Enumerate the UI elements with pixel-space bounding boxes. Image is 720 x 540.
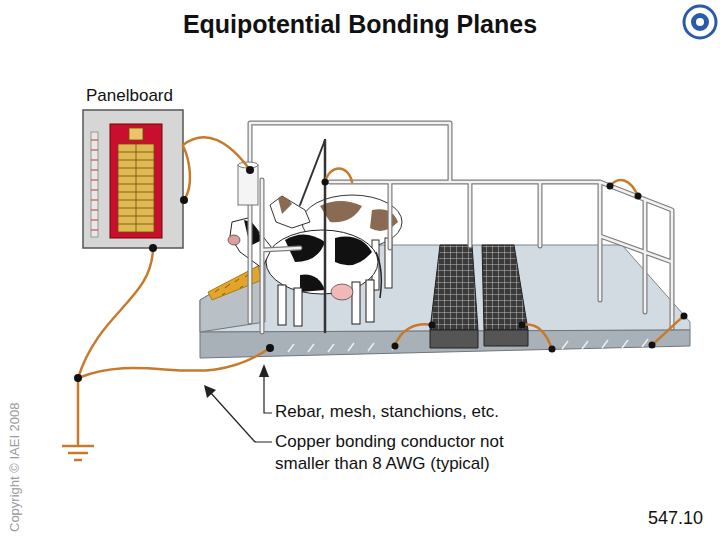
seal-logo [696,18,704,26]
feed-trough [200,262,265,332]
seal-logo [690,12,710,32]
cow [376,252,381,298]
floor-grate [430,245,528,348]
bonding-conductor [77,378,80,444]
section-number: 547.10 [648,508,703,529]
leader-line [210,392,255,442]
bond-connection [681,313,688,320]
panelboard-drawing [129,128,143,140]
cow [266,230,378,294]
panelboard-drawing [118,144,154,232]
floor-grate [430,330,478,348]
floor-grate [482,245,528,330]
bond-connection [266,344,274,352]
callout-text: Rebar, mesh, stanchions, etc. [275,402,499,422]
leader-arrowhead [259,364,269,377]
leader-arrowhead [204,385,216,398]
feed-trough [208,266,262,300]
bond-connection [549,346,556,353]
rebar-marks [288,339,648,352]
bonding-conductor [183,146,190,200]
bonding-conductor [183,137,250,170]
cow [331,284,353,300]
bond-connection [607,183,614,190]
copyright-notice: Copyright © IAEI 2008 [7,402,22,532]
feed-trough [200,262,265,332]
panelboard-drawing [91,140,98,230]
seal-logo [684,6,716,38]
bonding-conductor [395,324,432,346]
water-tank [238,162,258,205]
bond-connection [322,179,329,186]
panelboard-drawing [91,132,98,237]
cow [320,201,362,222]
feed-trough [215,274,249,295]
rebar-marks [288,339,648,352]
bond-connection [74,166,688,382]
concrete-floor [200,330,690,358]
title: Equipotential Bonding Planes [0,10,720,39]
water-tank [238,165,258,205]
bonding-conductor [78,348,270,378]
cow [300,275,325,292]
bond-connection [429,322,436,329]
cow [244,220,262,246]
panelboard-drawing [118,144,154,232]
leader-line [210,374,272,442]
bond-connection [74,374,82,382]
panelboard-drawing [83,110,183,248]
ground-symbol [62,446,94,460]
panelboard-drawing [110,124,162,238]
cow [352,282,360,324]
railing [300,140,325,205]
cow [335,237,372,266]
bond-connection [149,244,157,252]
floor-grate [484,330,528,346]
bond-connection [635,193,642,200]
floor-grate [430,245,478,330]
bond-connection [392,343,399,350]
bonding-conductor [652,316,684,345]
cow [228,235,240,245]
railing [324,140,327,332]
bonding-conductor [325,169,352,183]
railing [250,123,672,332]
bond-connection [649,342,656,349]
panel-label: Panelboard [86,86,173,106]
cow [294,288,302,326]
panelboard-drawing [83,110,183,248]
bond-connection [180,196,188,204]
seal-logo [684,6,716,38]
cow [278,197,292,214]
panelboard: Panelboard [80,86,188,251]
bonding-conductor [522,324,552,349]
railing [250,123,672,332]
bond-connection [519,322,526,329]
cow [370,209,398,231]
leader-line [264,374,272,413]
bonding-conductor [78,248,153,378]
railing [250,123,672,332]
bonding-conductor [78,137,684,444]
cow [278,285,286,325]
callout-text: Copper bonding conductor not smaller tha… [275,431,543,475]
bonding-conductor [610,180,638,196]
bond-connection [246,166,254,174]
ground-symbol [62,446,94,460]
cow [270,196,310,228]
leader-line [255,441,272,442]
leader-arrowhead [204,364,269,398]
cow [366,280,374,322]
